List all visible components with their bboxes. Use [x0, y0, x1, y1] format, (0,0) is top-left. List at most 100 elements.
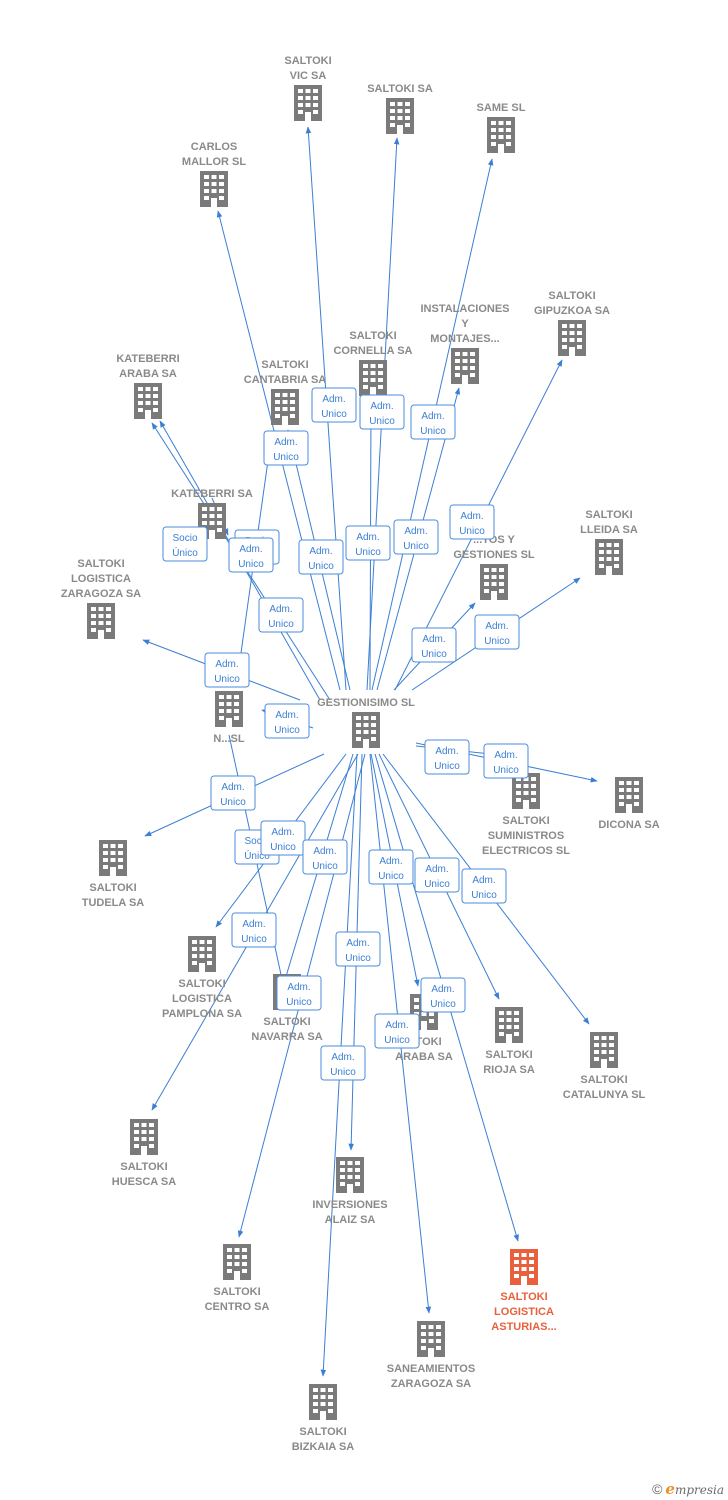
edge-label-e-saneamientos[interactable]: Adm.Unico [374, 1013, 420, 1049]
edge-label-e-log-zaragoza[interactable]: Adm.Unico [204, 652, 250, 688]
edge-label-text: Adm. [346, 938, 369, 949]
node-label: SALTOKI [502, 815, 549, 827]
node-label: SALTOKI [213, 1286, 260, 1298]
edge-label-text: Unico [484, 636, 510, 647]
edge-label-text: Unico [369, 416, 395, 427]
edge-label-box [302, 839, 348, 875]
company-node-n-sl[interactable]: N...SL [213, 691, 245, 745]
node-label: GESTIONES SL [453, 549, 535, 561]
company-node-dicona[interactable]: DICONA SA [598, 777, 660, 831]
edge-label-e-proyectos[interactable]: Adm.Unico [411, 627, 457, 663]
company-node-asturias[interactable]: SALTOKILOGISTICAASTURIAS... [491, 1249, 557, 1333]
edge-label-e-n-sl[interactable]: Adm.Unico [264, 703, 310, 739]
building-icon [417, 1321, 445, 1357]
company-node-same[interactable]: SAME SL [477, 102, 526, 153]
company-node-gestionisimo[interactable]: GESTIONISIMO SL [317, 697, 415, 748]
edge-label-box [359, 394, 405, 430]
footer-brand[interactable]: ©empresia [652, 1480, 724, 1498]
building-icon [99, 840, 127, 876]
node-label: LOGISTICA [71, 573, 131, 585]
edge-label-text: Unico [493, 765, 519, 776]
edge-label-box [449, 504, 495, 540]
node-label: KATEBERRI SA [171, 488, 253, 500]
node-label: GIPUZKOA SA [534, 305, 610, 317]
edge-label-e-cantabria2[interactable]: Adm.Unico [228, 537, 274, 573]
edge-label-e-navarra[interactable]: Adm.Unico [302, 839, 348, 875]
edge-label-box [474, 614, 520, 650]
company-node-kateberri[interactable]: KATEBERRI SA [171, 488, 253, 539]
edge-label-e-log-pamplona[interactable]: Adm.Unico [260, 820, 306, 856]
edge-label-e-lleida[interactable]: Adm.Unico [474, 614, 520, 650]
company-node-saltoki-sa[interactable]: SALTOKI SA [367, 83, 433, 134]
edge-label-e-bizkaia[interactable]: Adm.Unico [320, 1045, 366, 1081]
edge-label-e-vic[interactable]: Adm.Unico [311, 387, 357, 423]
edge-label-e-huesca[interactable]: Adm.Unico [231, 912, 277, 948]
edge-label-box [276, 975, 322, 1011]
edge-label-text: Adm. [275, 710, 298, 721]
edge-label-e-gipuzkoa[interactable]: Adm.Unico [449, 504, 495, 540]
edge-label-e-araba[interactable]: Adm.Unico [368, 849, 414, 885]
edge-label-text: Unico [330, 1067, 356, 1078]
building-icon [386, 98, 414, 134]
edge-label-e-same[interactable]: Adm.Unico [410, 404, 456, 440]
building-icon [510, 1249, 538, 1285]
edge-label-text: Unico [214, 674, 240, 685]
edge-label-box [461, 868, 507, 904]
edge-label-e-asturias[interactable]: Adm.Unico [420, 977, 466, 1013]
node-label: SALTOKI [585, 509, 632, 521]
node-label: SALTOKI [263, 1016, 310, 1028]
node-label: SALTOKI [178, 978, 225, 990]
edges-layer [142, 126, 598, 1377]
edge-label-e-tudela[interactable]: Adm.Unico [210, 775, 256, 811]
edge-label-e-rioja[interactable]: Adm.Unico [414, 857, 460, 893]
edge-label-e-saltoki-sa[interactable]: Adm.Unico [359, 394, 405, 430]
company-node-instalaciones[interactable]: INSTALACIONESYMONTAJES... [420, 303, 510, 384]
edge-label-e-suministros[interactable]: Adm.Unico [424, 739, 470, 775]
edge-label-text: Unico [355, 547, 381, 558]
edge-label-box [162, 526, 208, 562]
edge-label-e-cantabria[interactable]: Adm.Unico [298, 539, 344, 575]
edge-label-e-cornella[interactable]: Adm. Unico [345, 525, 391, 561]
edge-label-text: Adm. [356, 532, 379, 543]
edge-label-e-carlos[interactable]: Adm.Unico [263, 430, 309, 466]
edge-label-text: Unico [268, 619, 294, 630]
node-label: MONTAJES... [430, 333, 499, 345]
edge-label-box [335, 931, 381, 967]
edge-label-e-inversiones[interactable]: Adm.Unico [335, 931, 381, 967]
edge-label-e-catalunya[interactable]: Adm.Unico [461, 868, 507, 904]
edge-label-text: Socio [244, 836, 269, 847]
edge-label-e-centro[interactable]: Adm.Unico [276, 975, 322, 1011]
node-label: SALTOKI [120, 1161, 167, 1173]
node-label: CARLOS [191, 141, 237, 153]
node-label: SALTOKI SA [367, 83, 433, 95]
edge-label-text: Unico [286, 997, 312, 1008]
edge-label-e-kat-araba[interactable]: Adm.Unico [258, 597, 304, 633]
building-icon [487, 117, 515, 153]
edge-label-e-dicona[interactable]: Adm.Unico [483, 743, 529, 779]
edge-label-text: Adm. [322, 394, 345, 405]
edge-label-e-instalaciones[interactable]: Adm.Unico [393, 519, 439, 555]
edge-label-text: Unico [471, 890, 497, 901]
